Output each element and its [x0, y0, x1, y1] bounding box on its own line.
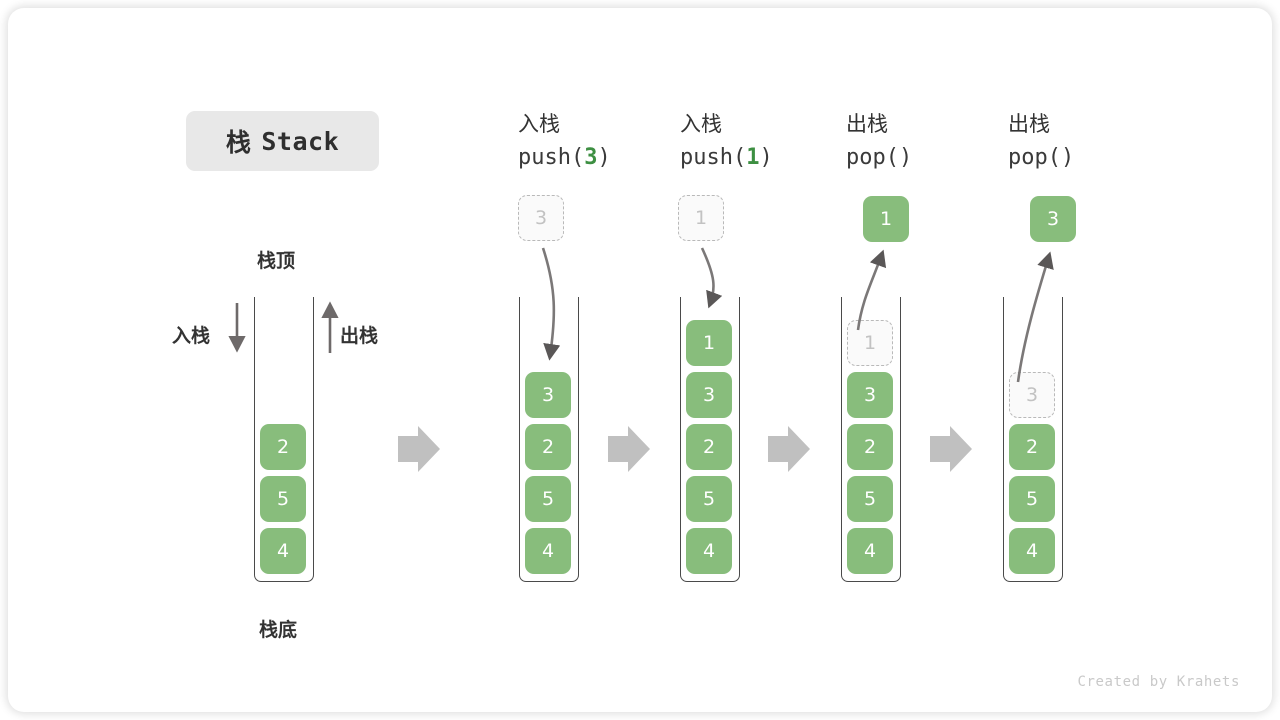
stack-frame-push-3 — [519, 297, 579, 582]
step-header-pop-3: 出栈 pop() — [1008, 108, 1074, 175]
stack-cell: 5 — [1009, 476, 1055, 522]
stack-cell: 3 — [686, 372, 732, 418]
step-header-cjk: 出栈 — [846, 112, 888, 136]
stack-cell: 2 — [525, 424, 571, 470]
label-push-side: 入栈 — [172, 325, 211, 347]
stack-frame-pop-1 — [841, 297, 901, 582]
stack-cell: 5 — [260, 476, 306, 522]
step-header-code: pop() — [846, 141, 912, 175]
step-header-cjk: 入栈 — [680, 112, 722, 136]
step-header-pop-1: 出栈 pop() — [846, 108, 912, 175]
step-header-push-3: 入栈 push(3) — [518, 108, 611, 175]
step-header-code: pop() — [1008, 141, 1074, 175]
step-header-cjk: 入栈 — [518, 112, 560, 136]
stack-cell: 3 — [525, 372, 571, 418]
code-arg: 3 — [584, 144, 598, 170]
stack-frame-initial — [254, 297, 314, 582]
code-prefix: push( — [680, 144, 747, 170]
stack-cell-ghost: 1 — [847, 320, 893, 366]
floating-value-ghost: 3 — [518, 195, 564, 241]
stack-cell: 4 — [847, 528, 893, 574]
code-suffix: ) — [898, 144, 913, 170]
title-cjk: 栈 — [225, 128, 252, 157]
code-suffix: ) — [1060, 144, 1075, 170]
stack-cell: 5 — [525, 476, 571, 522]
stack-cell-ghost: 3 — [1009, 372, 1055, 418]
stack-cell: 1 — [686, 320, 732, 366]
title-latin: Stack — [261, 126, 340, 156]
popped-value: 3 — [1030, 196, 1076, 242]
stack-cell: 4 — [260, 528, 306, 574]
code-prefix: pop( — [846, 144, 899, 170]
figure-title-pill: 栈 Stack — [186, 111, 379, 171]
stack-frame-push-1 — [680, 297, 740, 582]
stack-cell: 2 — [847, 424, 893, 470]
step-header-cjk: 出栈 — [1008, 112, 1050, 136]
stack-cell: 5 — [686, 476, 732, 522]
stack-cell: 5 — [847, 476, 893, 522]
floating-value-ghost: 1 — [678, 195, 724, 241]
step-header-code: push(1) — [680, 141, 773, 175]
label-top-of-stack: 栈顶 — [257, 250, 296, 272]
label-bottom-of-stack: 栈底 — [259, 619, 298, 641]
stack-cell: 3 — [847, 372, 893, 418]
stack-cell: 2 — [1009, 424, 1055, 470]
code-arg: 1 — [746, 144, 760, 170]
popped-value: 1 — [863, 196, 909, 242]
step-header-code: push(3) — [518, 141, 611, 175]
credit-text: Created by Krahets — [1077, 674, 1240, 690]
stack-cell: 4 — [1009, 528, 1055, 574]
stack-cell: 2 — [260, 424, 306, 470]
label-pop-side: 出栈 — [340, 325, 379, 347]
stack-cell: 4 — [686, 528, 732, 574]
code-suffix: ) — [759, 144, 773, 170]
stack-cell: 2 — [686, 424, 732, 470]
stack-cell: 4 — [525, 528, 571, 574]
code-suffix: ) — [597, 144, 611, 170]
step-header-push-1: 入栈 push(1) — [680, 108, 773, 175]
code-prefix: pop( — [1008, 144, 1061, 170]
code-prefix: push( — [518, 144, 585, 170]
stack-frame-pop-3 — [1003, 297, 1063, 582]
